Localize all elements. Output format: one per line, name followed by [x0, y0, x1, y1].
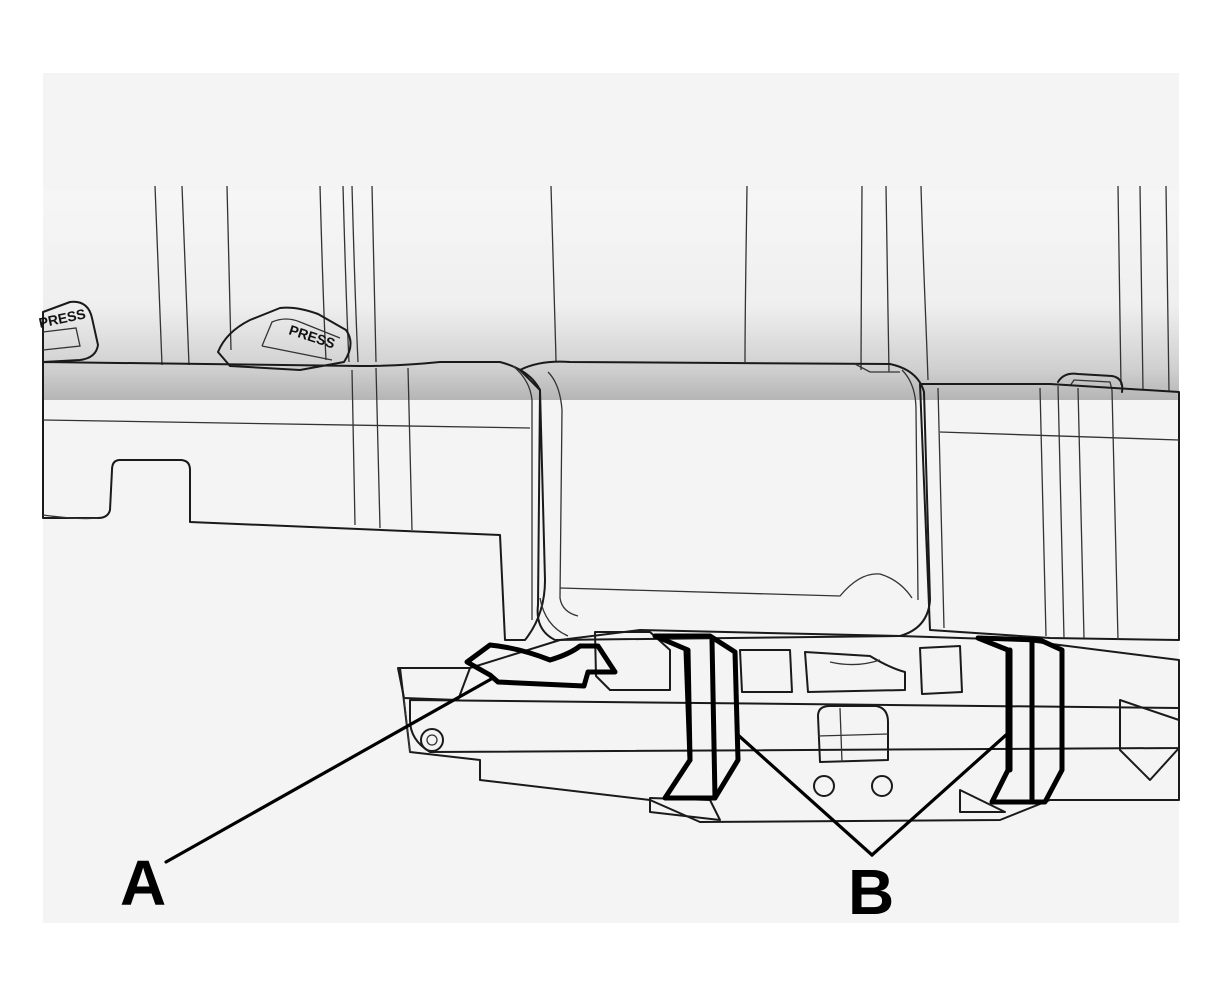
- center-housing: [519, 360, 931, 641]
- lower-mechanism: [397, 629, 1180, 823]
- release-lever-a-outline: [464, 642, 618, 689]
- leader-line-b-right: [870, 733, 1008, 857]
- lower-shroud-right: [919, 383, 1180, 641]
- lower-shroud-left: [42, 361, 546, 641]
- leader-line-b-left: [736, 733, 874, 857]
- retaining-clips-b-outline: [652, 633, 1065, 805]
- leader-line-a: [164, 676, 495, 864]
- upper-shroud: [43, 185, 1179, 400]
- callout-b: B: [848, 856, 894, 928]
- right-clip: [1057, 372, 1124, 393]
- callout-a: A: [120, 847, 166, 919]
